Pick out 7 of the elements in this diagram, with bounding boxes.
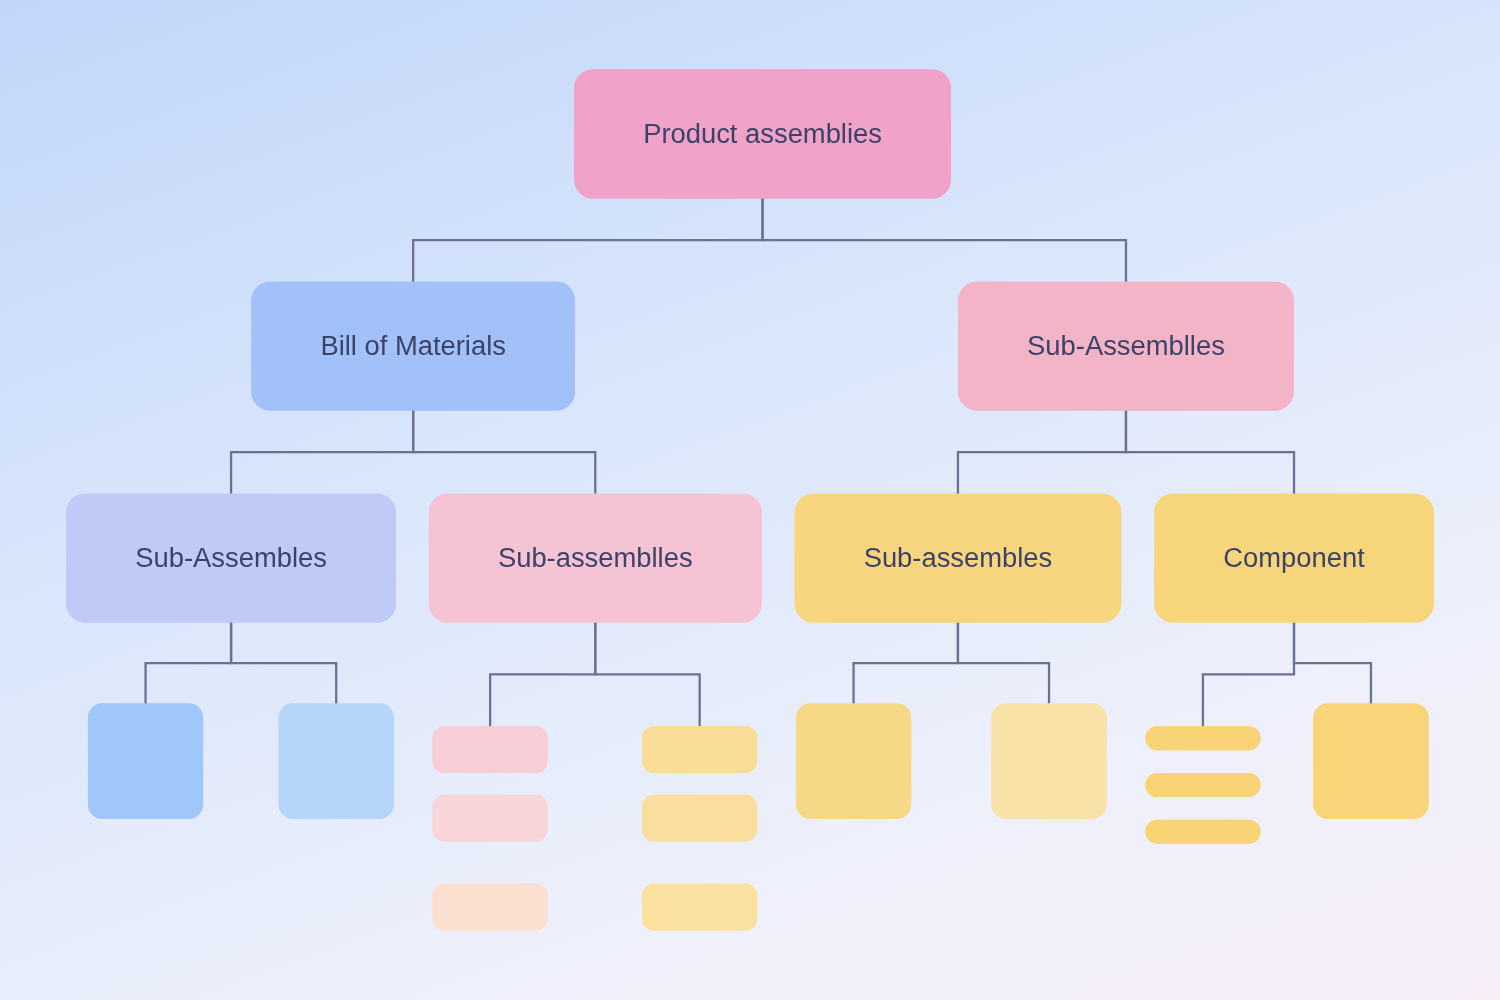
connector [761,197,1128,283]
connector [1292,622,1373,705]
connector [1124,409,1296,495]
connector [956,622,1051,705]
connector [229,622,338,705]
connector [594,622,701,727]
connector [412,409,597,495]
